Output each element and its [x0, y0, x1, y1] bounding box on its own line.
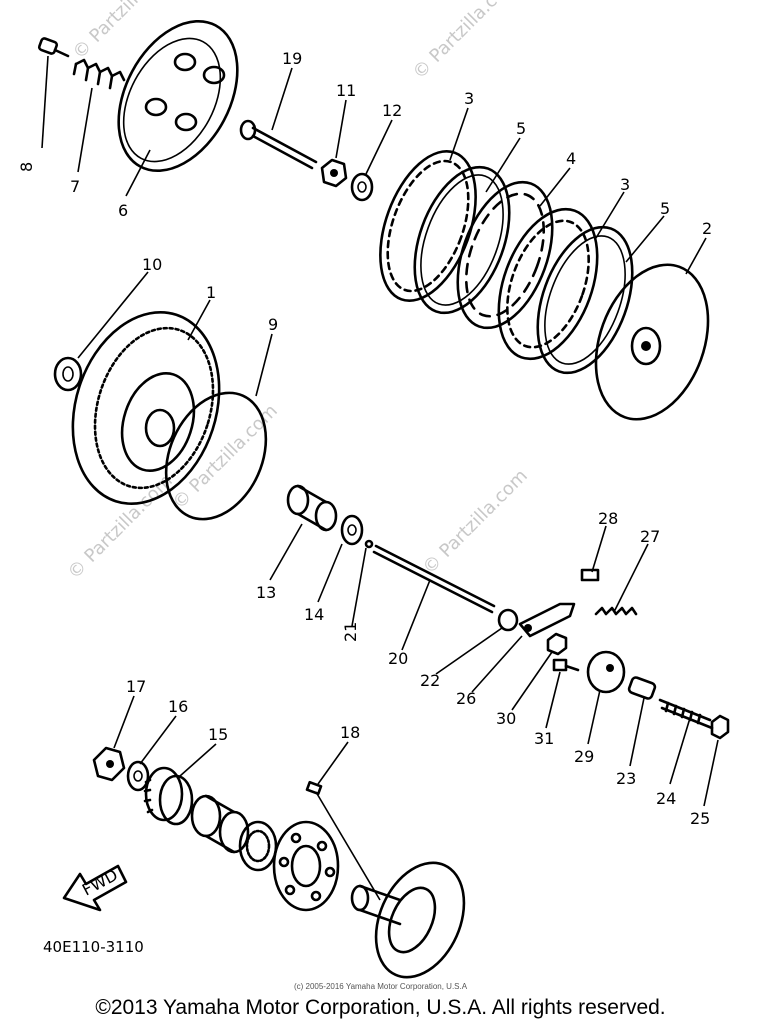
part-1-clutch-housing	[71, 311, 221, 505]
part-27-spring	[594, 606, 638, 616]
callout-20: 20	[388, 649, 408, 668]
part-24-threaded-rod	[658, 698, 714, 730]
part-26-push-lever	[518, 602, 576, 638]
fwd-arrow-icon: FWD	[62, 864, 128, 912]
part-8-bolt	[37, 37, 70, 58]
part-15-gear	[143, 766, 194, 826]
part-19-push-rod	[239, 119, 318, 170]
primary-drive-shaft	[350, 861, 466, 979]
part-2-clutch-boss	[594, 263, 710, 421]
part-25-nut	[710, 714, 730, 740]
part-18-key	[305, 780, 323, 796]
callout-5a: 5	[516, 119, 526, 138]
callout-9: 9	[268, 315, 278, 334]
callout-8: 8	[17, 162, 36, 172]
callout-23: 23	[616, 769, 636, 788]
part-5-plain-plate-a	[413, 165, 511, 315]
callout-12: 12	[382, 101, 402, 120]
small-copyright: (c) 2005-2016 Yamaha Motor Corporation, …	[293, 982, 468, 991]
part-9-o-ring	[164, 391, 268, 521]
callout-26: 26	[456, 689, 476, 708]
callout-29: 29	[574, 747, 594, 766]
part-3-friction-plate-b	[497, 207, 599, 361]
part-12-washer	[350, 172, 374, 202]
callout-27: 27	[640, 527, 660, 546]
part-30-nut	[546, 632, 568, 656]
callout-14: 14	[304, 605, 324, 624]
callout-3a: 3	[464, 89, 474, 108]
diagram-code: 40E110-3110	[43, 938, 144, 956]
footer-copyright: ©2013 Yamaha Motor Corporation, U.S.A. A…	[95, 996, 666, 1019]
callout-17: 17	[126, 677, 146, 696]
callout-24: 24	[656, 789, 676, 808]
watermark-center-right: © Partzilla.com	[419, 465, 532, 578]
part-22-oil-seal	[497, 608, 519, 632]
watermark-left: © Partzilla.com	[64, 470, 177, 583]
part-28-screw	[580, 568, 600, 582]
callout-25: 25	[690, 809, 710, 828]
part-13-sleeve	[286, 484, 338, 532]
callout-13: 13	[256, 583, 276, 602]
callout-30: 30	[496, 709, 516, 728]
callout-1: 1	[206, 283, 216, 302]
callout-22: 22	[420, 671, 440, 690]
callout-11: 11	[336, 81, 356, 100]
part-6-pressure-plate	[117, 19, 239, 173]
leader-lines	[41, 55, 719, 901]
callout-3b: 3	[620, 175, 630, 194]
callout-19: 19	[282, 49, 302, 68]
lower-needle-bearing	[238, 820, 278, 872]
part-14-washer	[340, 514, 364, 546]
part-10-washer	[53, 356, 83, 392]
callout-6: 6	[118, 201, 128, 220]
callout-15: 15	[208, 725, 228, 744]
part-21-ball	[364, 539, 374, 549]
lower-ball-bearing	[272, 820, 340, 912]
callout-10: 10	[142, 255, 162, 274]
fwd-label: FWD	[79, 865, 121, 899]
watermark-top-right: © Partzilla.com	[409, 0, 522, 84]
part-5-plain-plate-b	[536, 225, 634, 375]
part-29-cover	[586, 650, 626, 694]
callout-5b: 5	[660, 199, 670, 218]
callout-21: 21	[341, 622, 360, 642]
part-4-plate	[456, 180, 554, 330]
callout-31: 31	[534, 729, 554, 748]
callout-4: 4	[566, 149, 576, 168]
part-17-nut	[92, 746, 126, 782]
part-20-push-rod	[372, 544, 496, 614]
part-7-spring	[72, 58, 126, 90]
part-16-washer	[126, 760, 150, 792]
callout-28: 28	[598, 509, 618, 528]
callout-7: 7	[70, 177, 80, 196]
callout-labels: 8 7 6 19 11 12 3 5 4 3 5 2 10 1 9 28 27 …	[17, 49, 712, 828]
part-11-nut	[320, 158, 348, 188]
callout-16: 16	[168, 697, 188, 716]
part-3-friction-plate-a	[379, 150, 477, 302]
part-31-bolt	[552, 658, 580, 672]
lower-sleeve	[190, 794, 250, 854]
callout-18: 18	[340, 723, 360, 742]
part-23-adjust-screw	[627, 676, 657, 700]
callout-2: 2	[702, 219, 712, 238]
